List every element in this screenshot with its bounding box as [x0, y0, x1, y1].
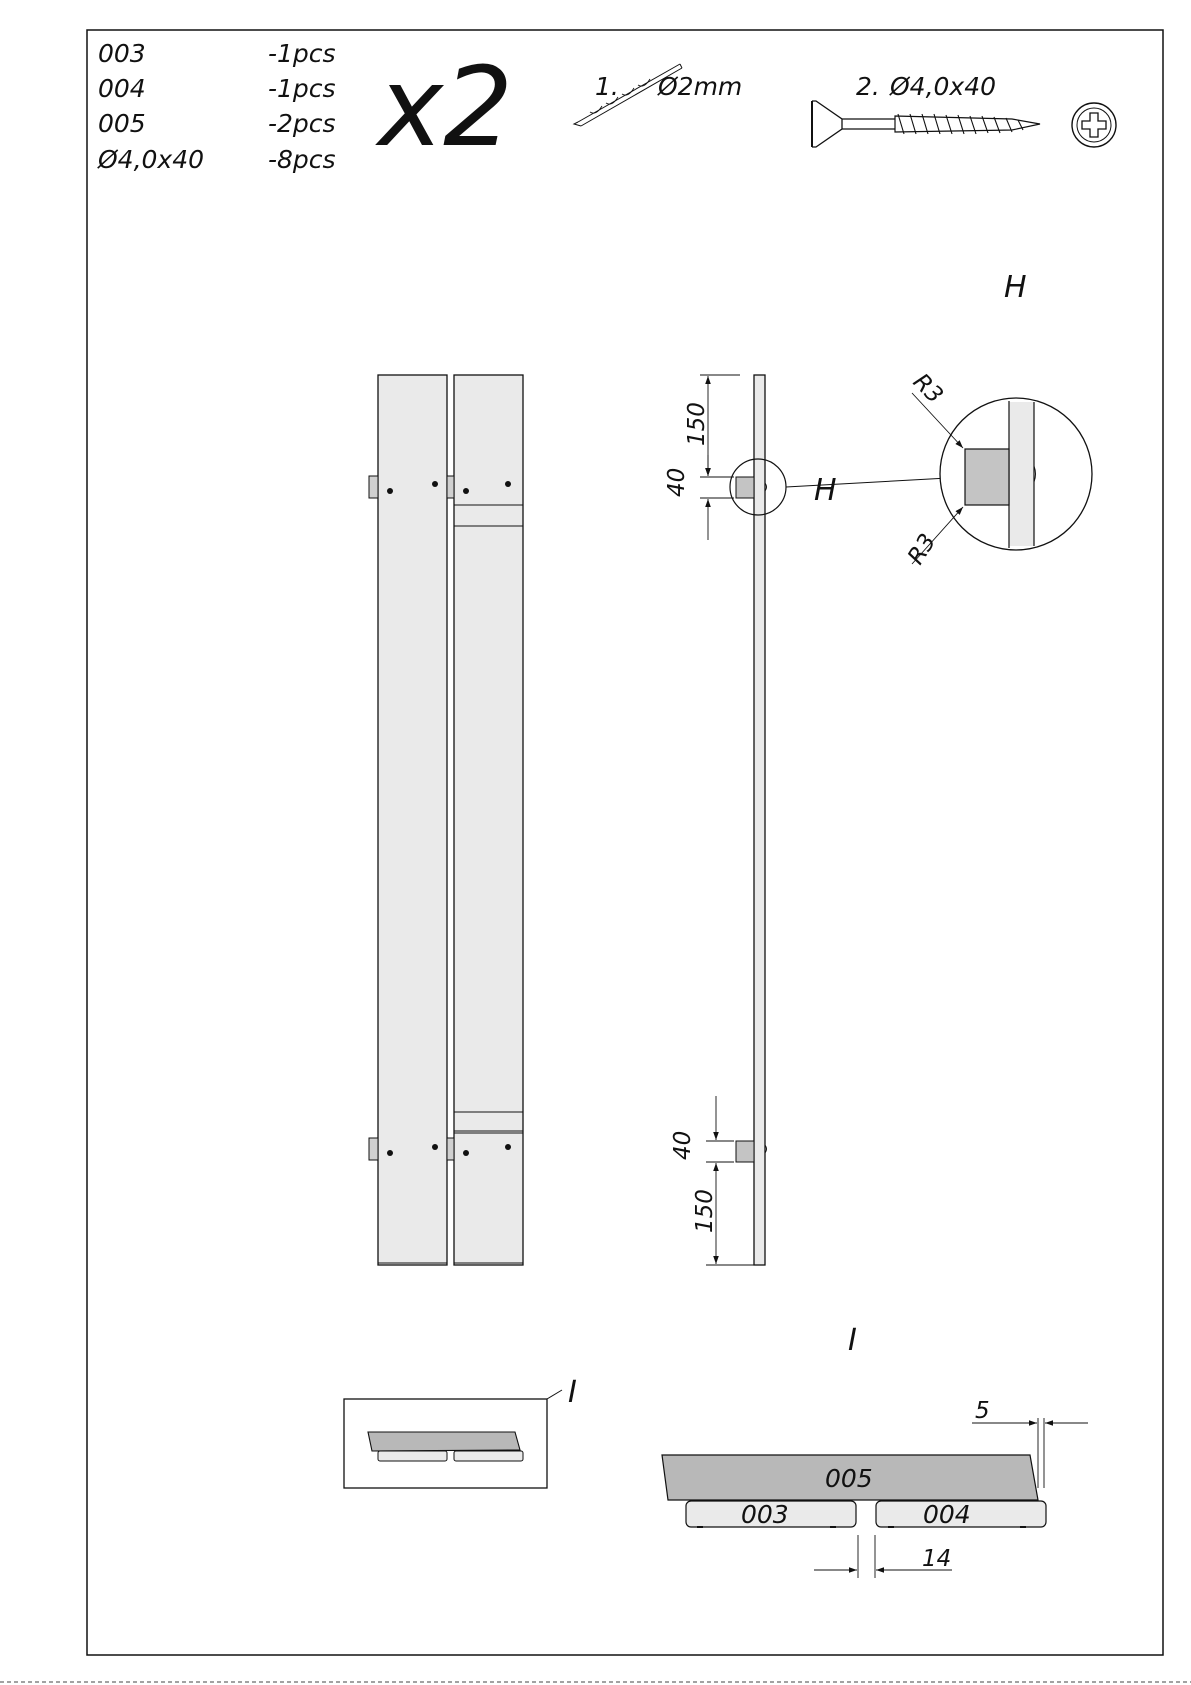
parts-list-id-screw: Ø4,0x40: [97, 145, 204, 174]
phillips-head-icon: [1072, 103, 1116, 147]
parts-list-qty-004: -1pcs: [268, 74, 336, 103]
part-label-003: 003: [741, 1500, 789, 1529]
detail-h-view: R3 R3: [903, 369, 1092, 569]
detail-h-callout-label: H: [814, 473, 837, 508]
detail-h-radius-top: R3: [908, 369, 948, 409]
front-panel-left: [378, 375, 447, 1265]
dim-top-offset: 150: [684, 402, 710, 446]
part-label-005: 005: [825, 1464, 873, 1493]
sheet-border: [87, 30, 1163, 1655]
dim-gap: 14: [922, 1546, 951, 1572]
detail-h-radius-bottom: R3: [903, 529, 941, 569]
dim-top-block: 40: [664, 468, 690, 497]
parts-list-qty-003: -1pcs: [268, 39, 336, 68]
parts-list-id-005: 005: [98, 109, 146, 138]
front-view: [369, 375, 523, 1265]
screw-step-number: 2.: [856, 72, 880, 101]
screw-icon: [812, 101, 1040, 147]
end-view: I: [344, 1375, 577, 1488]
side-view: 150 40 40 150 H: [664, 375, 948, 1265]
multiplier-label: x2: [375, 43, 513, 171]
part-label-004: 004: [923, 1500, 971, 1529]
screw-size-label: Ø4,0x40: [889, 72, 996, 101]
parts-list: 003 -1pcs 004 -1pcs 005 -2pcs Ø4,0x40 -8…: [97, 39, 336, 174]
drill-size-label: Ø2mm: [657, 72, 742, 101]
dim-bottom-block: 40: [670, 1131, 696, 1160]
drill-step-number: 1.: [595, 72, 619, 101]
side-panel: [754, 375, 765, 1265]
dim-overhang: 5: [975, 1398, 990, 1424]
dim-bottom-offset: 150: [692, 1189, 718, 1233]
parts-list-qty-005: -2pcs: [268, 109, 336, 138]
detail-i-title: I: [848, 1323, 857, 1358]
detail-i-callout-label: I: [568, 1375, 577, 1410]
side-block-top: [736, 477, 754, 498]
parts-list-qty-screw: -8pcs: [268, 145, 336, 174]
parts-list-id-004: 004: [98, 74, 146, 103]
detail-i-view: 005 003 004 5 14: [662, 1398, 1088, 1578]
side-block-bottom: [736, 1141, 754, 1162]
detail-h-title: H: [1004, 270, 1027, 305]
parts-list-id-003: 003: [98, 39, 146, 68]
